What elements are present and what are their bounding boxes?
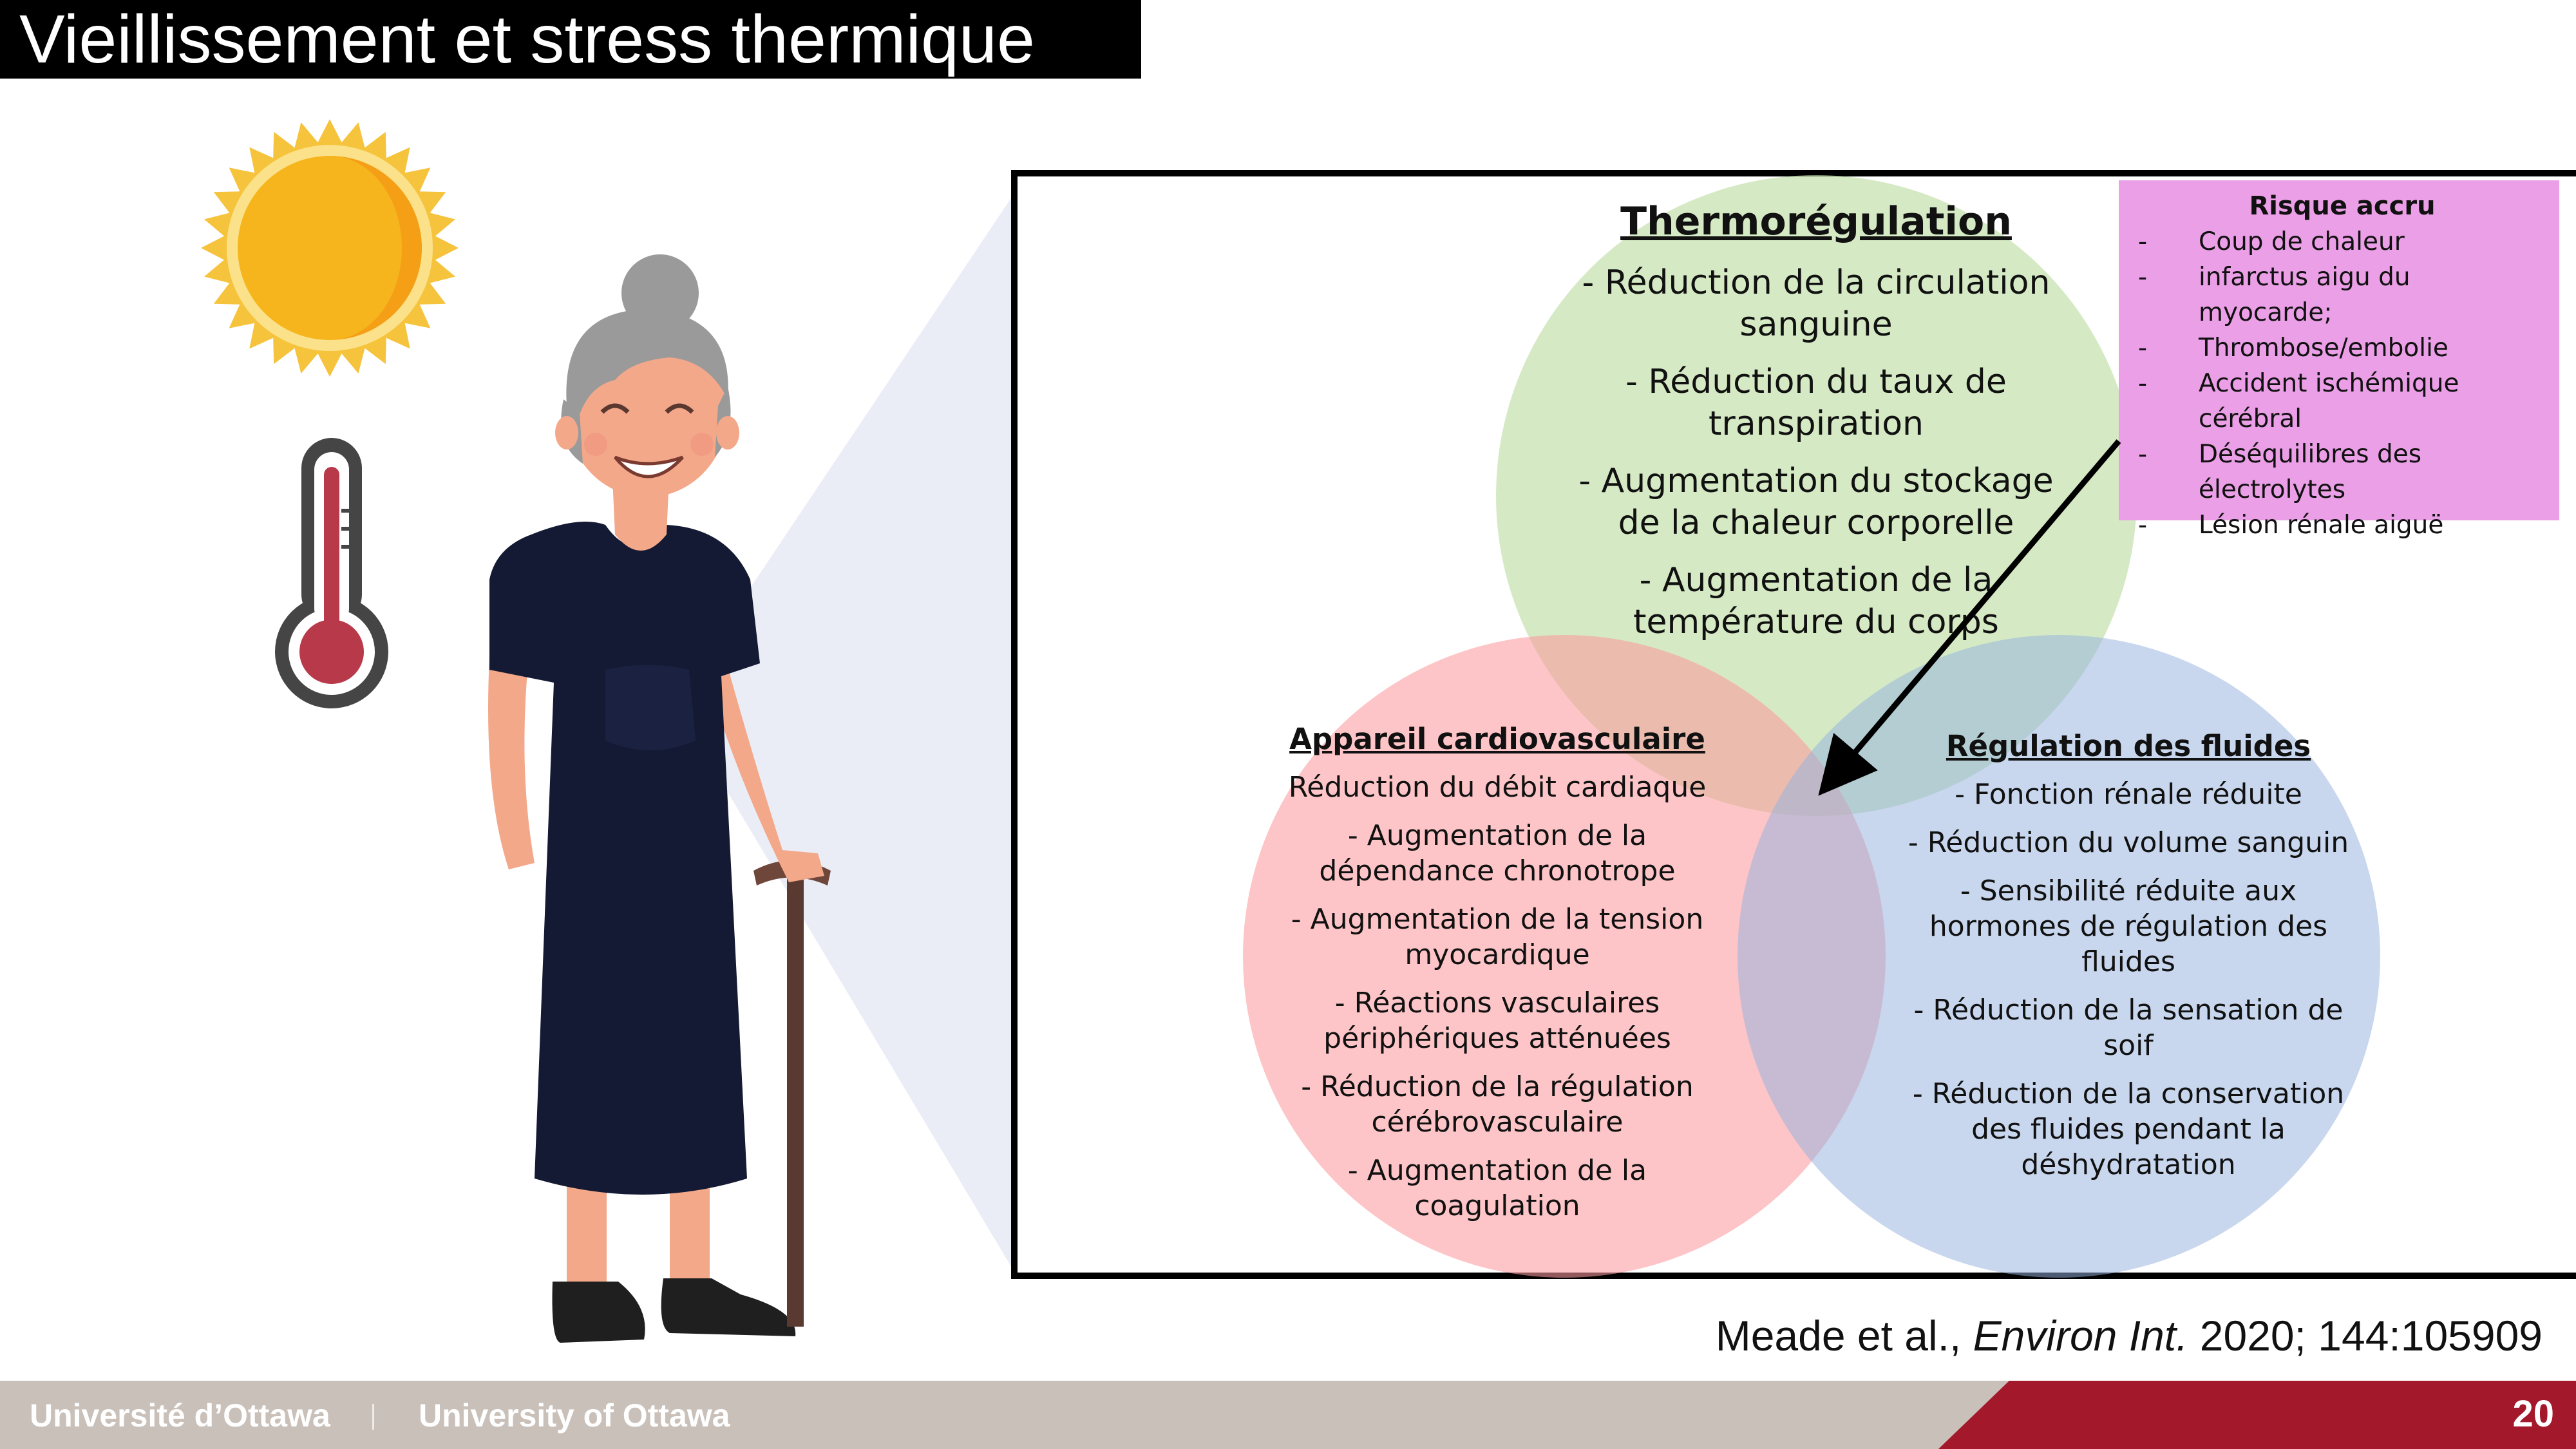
sun-icon — [201, 119, 459, 377]
cardiovascular-text: Appareil cardiovasculaire Réduction du d… — [1272, 721, 1723, 1236]
list-item: - Augmentation de la dépendance chronotr… — [1319, 819, 1676, 887]
elderly-woman-illustration — [488, 254, 831, 1343]
risk-title: Risque accru — [2249, 191, 2436, 221]
citation-details: 2020; 144:105909 — [2188, 1312, 2543, 1359]
risk-list: Coup de chaleur infarctus aigu du myocar… — [2138, 224, 2546, 543]
footer-bar: Université d’Ottawa University of Ottawa… — [0, 1381, 2576, 1449]
list-item: - Augmentation de la coagulation — [1347, 1154, 1647, 1222]
list-item: - Réduction de la circulation sanguine — [1582, 263, 2050, 344]
citation: Meade et al., Environ Int. 2020; 144:105… — [1716, 1310, 2543, 1361]
slide-title: Vieillissement et stress thermique — [19, 1, 1035, 77]
list-item: - Réduction du volume sanguin — [1908, 826, 2349, 859]
thermoregulation-text: Thermorégulation - Réduction de la circu… — [1571, 201, 2061, 659]
footer-accent-band — [1938, 1381, 2576, 1449]
list-item: - Augmentation de la tension myocardique — [1291, 903, 1704, 971]
citation-authors: Meade et al., — [1715, 1312, 1973, 1359]
footer-separator — [372, 1404, 374, 1430]
university-name-fr: Université d’Ottawa — [30, 1397, 330, 1434]
fluids-text: Régulation des fluides - Fonction rénale… — [1906, 728, 2351, 1195]
fluids-heading: Régulation des fluides — [1946, 729, 2311, 763]
list-item: - Sensibilité réduite aux hormones de ré… — [1929, 875, 2328, 978]
list-item: - Fonction rénale réduite — [1955, 778, 2302, 811]
thermometer-icon — [275, 438, 388, 708]
risk-item: Lésion rénale aiguë — [2138, 507, 2546, 543]
list-item: - Augmentation du stockage de la chaleur… — [1578, 462, 2054, 542]
risk-item: Coup de chaleur — [2138, 224, 2546, 260]
zoom-wedge — [708, 193, 1014, 1272]
thermoregulation-heading: Thermorégulation — [1620, 199, 2012, 244]
list-item: - Réduction du taux de transpiration — [1625, 363, 2007, 443]
list-item: - Réduction de la sensation de soif — [1913, 994, 2344, 1062]
university-name-en: University of Ottawa — [419, 1397, 730, 1434]
list-item: - Réactions vasculaires périphériques at… — [1323, 987, 1671, 1055]
list-item: - Réduction de la conservation des fluid… — [1912, 1077, 2345, 1181]
list-item: - Réduction de la régulation cérébrovasc… — [1301, 1070, 1694, 1139]
risk-item: infarctus aigu du myocarde; — [2138, 260, 2546, 330]
citation-journal: Environ Int. — [1973, 1312, 2188, 1359]
risk-box: Risque accru Coup de chaleur infarctus a… — [2119, 180, 2559, 543]
diagram-frame — [1011, 170, 2576, 1279]
list-item: - Augmentation de la température du corp… — [1633, 561, 1999, 641]
risk-item: Thrombose/embolie — [2138, 330, 2546, 366]
cardiovascular-heading: Appareil cardiovasculaire — [1289, 722, 1705, 756]
risk-item: Déséquilibres des électrolytes — [2138, 437, 2546, 507]
title-bar: Vieillissement et stress thermique — [0, 0, 1141, 79]
page-number: 20 — [2512, 1393, 2554, 1435]
risk-item: Accident ischémique cérébral — [2138, 366, 2546, 437]
list-item: Réduction du débit cardiaque — [1288, 771, 1707, 804]
